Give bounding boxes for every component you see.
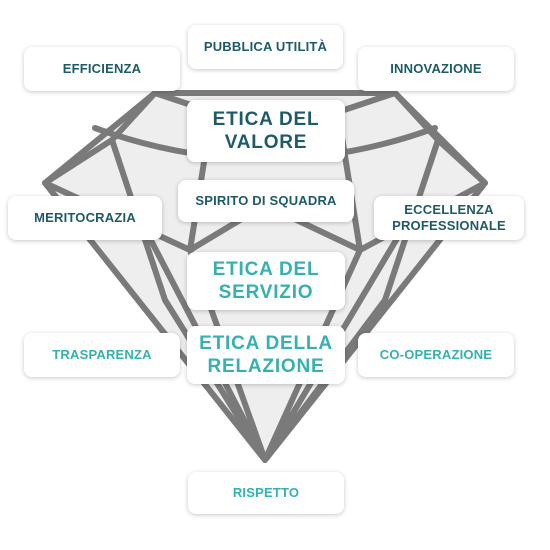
label-pubblica-utilita: PUBBLICA UTILITÀ bbox=[188, 25, 343, 69]
label-meritocrazia: MERITOCRAZIA bbox=[8, 196, 162, 240]
label-rispetto: RISPETTO bbox=[188, 472, 344, 514]
label-innovazione: INNOVAZIONE bbox=[358, 47, 514, 91]
diamond-crown-facets bbox=[109, 90, 441, 143]
label-eccellenza-professionale: ECCELLENZA PROFESSIONALE bbox=[374, 196, 524, 240]
label-etica-della-relazione: ETICA DELLA RELAZIONE bbox=[187, 326, 345, 384]
label-spirito-di-squadra: SPIRITO DI SQUADRA bbox=[178, 180, 354, 222]
label-trasparenza: TRASPARENZA bbox=[24, 333, 180, 377]
label-co-operazione: CO-OPERAZIONE bbox=[358, 333, 514, 377]
label-etica-del-servizio: ETICA DEL SERVIZIO bbox=[187, 252, 345, 310]
label-efficienza: EFFICIENZA bbox=[24, 47, 180, 91]
label-etica-del-valore: ETICA DEL VALORE bbox=[187, 100, 345, 162]
